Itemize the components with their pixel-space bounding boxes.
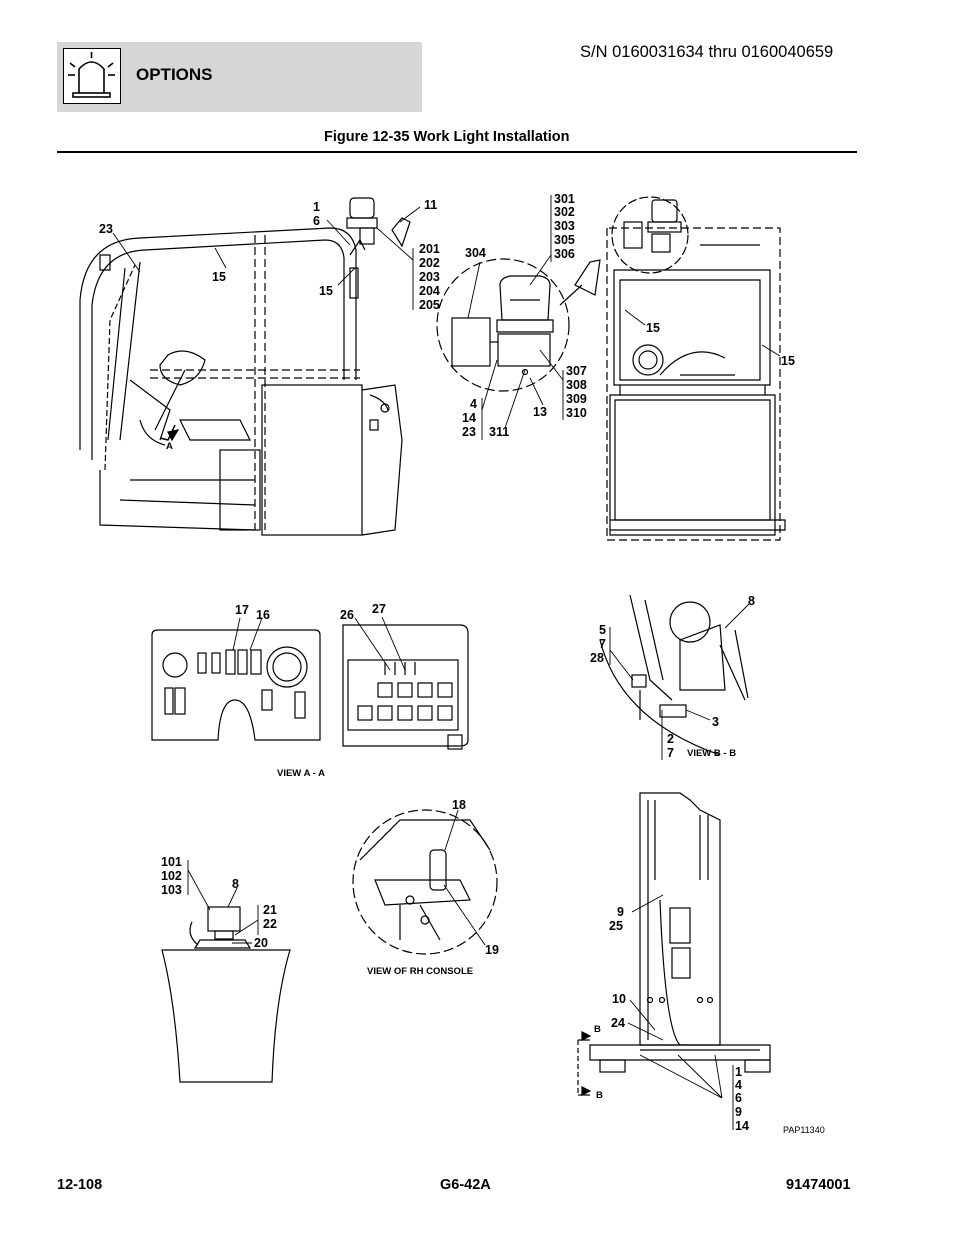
callout-14: 14 <box>462 411 476 425</box>
callout-11: 11 <box>424 198 437 212</box>
beacon-detail-view <box>436 258 583 392</box>
serial-number-range: S/N 0160031634 thru 0160040659 <box>580 43 834 61</box>
callout-21: 21 <box>263 903 277 917</box>
view-a-a-label: VIEW A - A <box>277 768 325 779</box>
callout-3: 3 <box>712 715 719 729</box>
callout-305: 305 <box>554 233 575 247</box>
callout-9: 9 <box>617 905 624 919</box>
callout-7: 7 <box>667 746 674 760</box>
rh-console-view <box>352 809 498 955</box>
callout-102: 102 <box>161 869 182 883</box>
callout-27: 27 <box>372 602 386 616</box>
callout-5: 5 <box>599 623 606 637</box>
console-with-light <box>161 906 291 1083</box>
section-marker-a: A <box>166 441 173 452</box>
callout-309: 309 <box>566 392 587 406</box>
callout-202: 202 <box>419 256 440 270</box>
callout-7: 7 <box>599 637 606 651</box>
callout-9: 9 <box>735 1105 742 1119</box>
frame-assembly <box>577 792 771 1096</box>
callout-308: 308 <box>566 378 587 392</box>
model-number: G6-42A <box>440 1177 491 1193</box>
header-rule <box>57 151 857 153</box>
page-number: 12-108 <box>57 1177 103 1193</box>
callout-205: 205 <box>419 298 440 312</box>
callout-15: 15 <box>646 321 660 335</box>
callout-4: 4 <box>470 397 477 411</box>
callout-14: 14 <box>735 1119 749 1133</box>
work-light-icon <box>63 48 121 104</box>
callout-15: 15 <box>319 284 333 298</box>
beacon-light <box>346 197 411 248</box>
callout-8: 8 <box>748 594 755 608</box>
callout-306: 306 <box>554 247 575 261</box>
callout-16: 16 <box>256 608 270 622</box>
callout-26: 26 <box>340 608 354 622</box>
mount-bracket-view <box>599 594 749 756</box>
callout-15: 15 <box>781 354 795 368</box>
section-marker-b: B <box>594 1024 601 1035</box>
callout-103: 103 <box>161 883 182 897</box>
callout-302: 302 <box>554 205 575 219</box>
callout-203: 203 <box>419 270 440 284</box>
callout-19: 19 <box>485 943 499 957</box>
callout-304: 304 <box>465 246 486 260</box>
view-rh-console-label: VIEW OF RH CONSOLE <box>367 966 473 977</box>
front-beacon-detail <box>611 196 689 274</box>
callout-8: 8 <box>232 877 239 891</box>
callout-18: 18 <box>452 798 466 812</box>
leader-lines <box>112 195 781 1130</box>
callout-15: 15 <box>212 270 226 284</box>
callout-4: 4 <box>735 1078 742 1092</box>
callout-204: 204 <box>419 284 440 298</box>
section-arrows <box>167 429 592 1096</box>
callout-307: 307 <box>566 364 587 378</box>
callout-23: 23 <box>462 425 476 439</box>
callout-310: 310 <box>566 406 587 420</box>
figure-title: Figure 12-35 Work Light Installation <box>324 129 570 145</box>
callout-1: 1 <box>313 200 320 214</box>
callout-311: 311 <box>489 425 509 439</box>
section-marker-b: B <box>596 1090 603 1101</box>
callout-6: 6 <box>313 214 320 228</box>
callout-301: 301 <box>554 192 575 206</box>
callout-23: 23 <box>99 222 113 236</box>
callout-1: 1 <box>735 1065 742 1079</box>
callout-13: 13 <box>533 405 547 419</box>
callout-101: 101 <box>161 855 182 869</box>
callout-303: 303 <box>554 219 575 233</box>
cab-side-view <box>79 227 403 536</box>
callout-22: 22 <box>263 917 277 931</box>
callout-10: 10 <box>612 992 626 1006</box>
callout-201: 201 <box>419 242 440 256</box>
cab-front-view <box>606 227 786 541</box>
callout-2: 2 <box>667 732 674 746</box>
callout-24: 24 <box>611 1016 625 1030</box>
section-title: OPTIONS <box>136 65 213 84</box>
callout-25: 25 <box>609 919 623 933</box>
callout-28: 28 <box>590 651 604 665</box>
callout-20: 20 <box>254 936 268 950</box>
document-number: 91474001 <box>786 1177 851 1193</box>
drawing-id: PAP11340 <box>783 1125 825 1135</box>
instrument-panel <box>151 629 321 741</box>
callout-6: 6 <box>735 1091 742 1105</box>
callout-17: 17 <box>235 603 249 617</box>
mirror-outline <box>574 259 601 296</box>
fuse-panel <box>342 624 469 750</box>
view-b-b-label: VIEW B - B <box>687 748 736 759</box>
